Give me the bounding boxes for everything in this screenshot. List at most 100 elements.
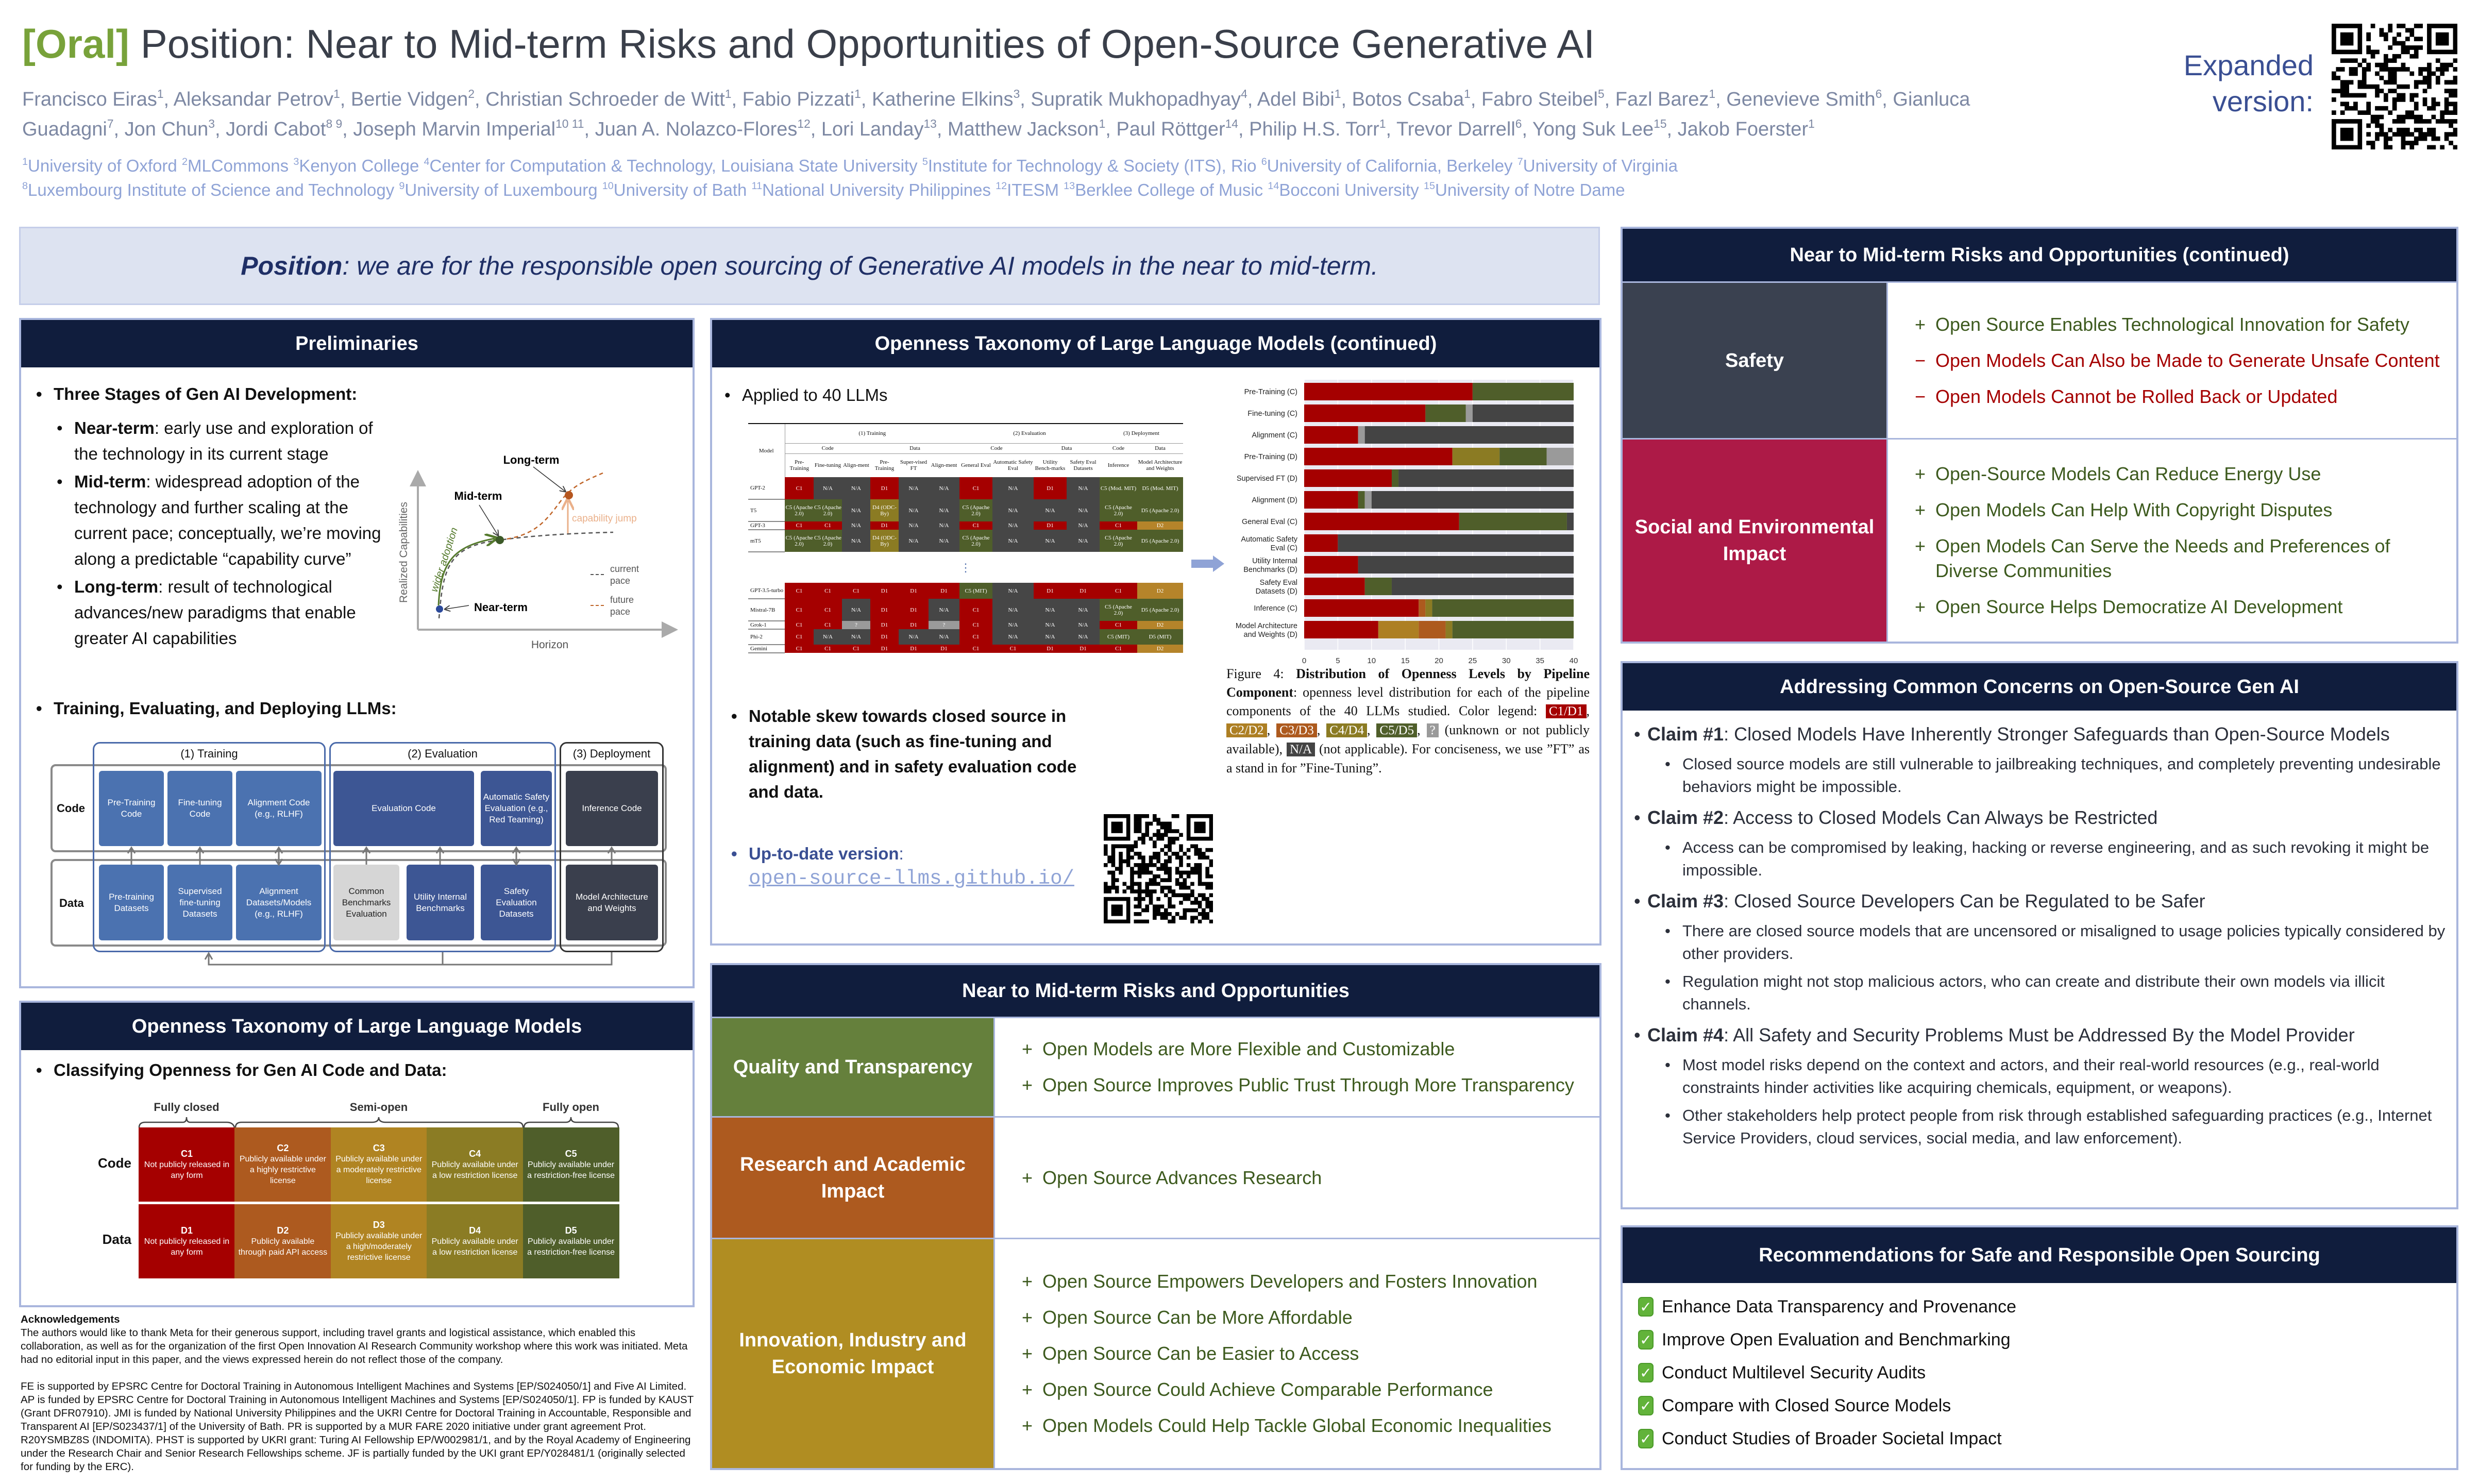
openness-cell: D1 — [1034, 645, 1067, 653]
claim-text: : Access to Closed Models Can Always be … — [1724, 807, 2158, 828]
affiliation-number: 4 — [424, 156, 430, 168]
affiliation-name: University of Bath — [613, 180, 747, 199]
level-id: D3 — [373, 1220, 385, 1230]
item-text: Open Models Can Help With Copyright Disp… — [1935, 499, 2333, 520]
legend-na: N/A — [1286, 743, 1316, 756]
openness-cell: N/A — [992, 621, 1034, 629]
risks-row: Quality and Transparency+Open Models are… — [712, 1017, 1599, 1116]
risks-panel: Near to Mid-term Risks and Opportunities… — [710, 963, 1601, 1470]
recommendation-item: ✓Conduct Studies of Broader Societal Imp… — [1623, 1422, 2456, 1455]
bar-segment-na — [1398, 469, 1574, 487]
level-description: Publicly available under a restriction-f… — [527, 1160, 615, 1180]
legend-future: future — [610, 595, 634, 605]
openness-cell: N/A — [899, 521, 929, 530]
claim-1: •Claim #1: Closed Models Have Inherently… — [1634, 723, 2390, 745]
affiliation-name: Luxembourg Institute of Science and Tech… — [28, 180, 395, 199]
legend-c5d5: C5/D5 — [1376, 723, 1418, 737]
safety-eval-datasets-box: Safety Evaluation Datasets — [481, 865, 552, 940]
openness-cell: N/A — [899, 629, 929, 645]
expanded-line-2: version: — [2212, 85, 2314, 117]
openness-cell: D1 — [1067, 645, 1100, 653]
plus-icon: + — [1022, 1415, 1033, 1436]
openness-cell: C5 (Apache 2.0) — [785, 530, 814, 552]
poster-title: [Oral] Position: Near to Mid-term Risks … — [22, 21, 1595, 68]
mid-term-point — [496, 536, 504, 544]
author-name: Bertie Vidgen — [350, 89, 468, 110]
openness-cell: N/A — [842, 499, 870, 521]
openness-cell: C1 — [785, 645, 814, 653]
list-item: −Open Models Can Also be Made to Generat… — [1915, 348, 2456, 373]
affiliation-name: University of Oxford — [28, 156, 177, 175]
qr-code-uptodate[interactable] — [1104, 814, 1213, 923]
risks-continued-header: Near to Mid-term Risks and Opportunities… — [1623, 229, 2456, 281]
utility-benchmarks-box: Utility Internal Benchmarks — [407, 865, 474, 940]
model-name: Mistral-7B — [748, 599, 785, 621]
long-term-label: Long-term — [503, 453, 560, 466]
list-item: +Open-Source Models Can Reduce Energy Us… — [1915, 462, 2456, 486]
level-description: Publicly available under a highly restri… — [239, 1155, 326, 1185]
bar-segment-c5 — [1364, 578, 1392, 595]
uptodate-link[interactable]: open-source-llms.github.io/ — [749, 867, 1074, 890]
openness-cell: N/A — [814, 477, 842, 499]
author-affiliation-number: 14 — [1225, 117, 1238, 131]
openness-cell: N/A — [992, 583, 1034, 599]
author-affiliation-number: 1 — [1379, 117, 1386, 131]
risks-header: Near to Mid-term Risks and Opportunities — [712, 965, 1599, 1017]
rebuttal-text: Other stakeholders help protect people f… — [1682, 1106, 2432, 1147]
openness-cell: D2 — [1137, 645, 1183, 653]
risks-row: Innovation, Industry and Economic Impact… — [712, 1238, 1599, 1468]
data-label: Data — [102, 1232, 131, 1247]
item-text: Open Source Can be More Affordable — [1042, 1307, 1353, 1328]
bar-segment-c2 — [1378, 621, 1419, 638]
bar-segment-c1 — [1304, 404, 1426, 422]
subgroup-header: Code — [1100, 443, 1137, 454]
plus-icon: + — [1022, 1038, 1033, 1059]
author-affiliation-number: 5 — [1597, 87, 1605, 101]
affiliation-number: 1 — [22, 156, 28, 168]
openness-cell: C5 (Apache 2.0) — [1100, 599, 1137, 621]
openness-cell: C1 — [814, 583, 842, 599]
openness-cell: N/A — [842, 521, 870, 530]
openness-cell: C5 (Apache 2.0) — [785, 499, 814, 521]
checkmark-icon: ✓ — [1638, 1297, 1654, 1317]
checkmark-icon: ✓ — [1638, 1330, 1654, 1350]
uptodate-bullet: •Up-to-date version: — [731, 844, 904, 863]
y-axis-label: Realized Capabilities — [398, 502, 410, 603]
column-header: Automatic Safety Eval — [993, 459, 1033, 472]
author-affiliation-number: 1 — [1464, 87, 1471, 101]
author-affiliation-number: 1 — [1709, 87, 1716, 101]
model-header: Model — [748, 424, 785, 477]
category-label: Pre-Training (C) — [1244, 388, 1297, 396]
level-id: C1 — [180, 1148, 193, 1159]
qr-code-expanded-version[interactable] — [2332, 24, 2457, 149]
inference-code-box: Inference Code — [566, 771, 658, 846]
affiliation-name: MLCommons — [187, 156, 289, 175]
openness-cell: C1 — [785, 521, 814, 530]
legend-future-2: pace — [610, 606, 630, 617]
affiliation-number: 6 — [1261, 156, 1267, 168]
recommendation-item: ✓Enhance Data Transparency and Provenanc… — [1623, 1290, 2456, 1323]
column-header: Fine-tuning — [814, 462, 841, 469]
automatic-safety-eval-box: Automatic Safety Evaluation (e.g., Red T… — [481, 771, 552, 846]
banner-lead: Position — [241, 251, 343, 280]
author-affiliation-number: 12 — [797, 117, 811, 131]
capability-stage-chart: Long-term Mid-term Near-term capability … — [398, 453, 678, 651]
claim-text: : Closed Source Developers Can be Regula… — [1724, 890, 2205, 912]
affiliation-number: 15 — [1423, 180, 1435, 192]
author-affiliation-number: 7 — [107, 117, 114, 131]
author-affiliation-number: 4 — [1241, 87, 1247, 101]
author-name: Gianluca — [1893, 89, 1970, 110]
author-name: Jakob Foerster — [1677, 119, 1809, 140]
openness-cell: D1 — [1034, 521, 1067, 530]
preliminaries-header: Preliminaries — [21, 320, 693, 367]
openness-cell: C1 — [1100, 583, 1137, 599]
bar-segment-unknown — [1465, 404, 1473, 422]
openness-cell: N/A — [929, 530, 959, 552]
